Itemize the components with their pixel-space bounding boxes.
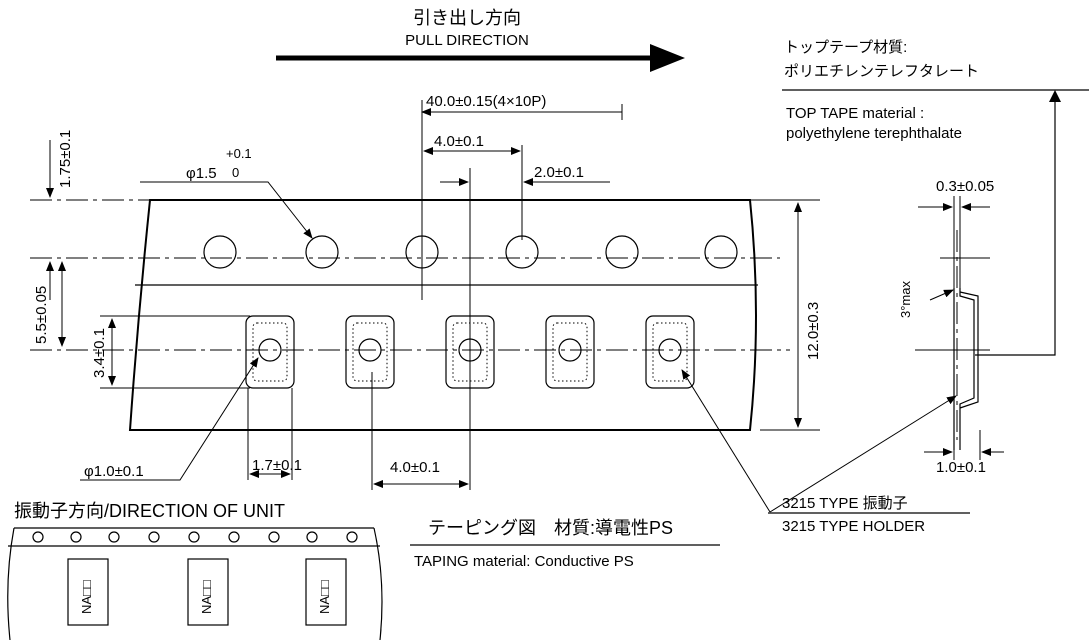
- unit-direction: 振動子方向/DIRECTION OF UNIT NA□□ NA□□ NA□□: [7, 501, 383, 641]
- dim-edge-to-hole: 1.75±0.1: [57, 130, 74, 188]
- dim-pocket-depth: 1.0±0.1: [936, 459, 986, 476]
- dim-hole-diameter: φ1.5: [186, 165, 217, 182]
- mini-unit: NA□□: [187, 558, 229, 626]
- bottom-dimensions: 1.7±0.1 4.0±0.1 φ1.0±0.1: [80, 357, 471, 490]
- dim-pocket-pitch: 4.0±0.1: [390, 459, 440, 476]
- pull-direction-jp: 引き出し方向: [413, 8, 521, 28]
- mini-unit: NA□□: [305, 558, 347, 626]
- top-tape-jp-1: トップテープ材質:: [784, 38, 907, 56]
- tape-outline: [128, 199, 757, 431]
- top-tape-leader: [975, 92, 1056, 356]
- mini-sprocket-holes: [32, 531, 358, 543]
- tape-body: [30, 199, 820, 431]
- dim-hole-tol-plus: +0.1: [226, 146, 252, 161]
- top-tape-en-1: TOP TAPE material :: [786, 105, 924, 122]
- unit-direction-label: 振動子方向/DIRECTION OF UNIT: [14, 501, 285, 521]
- taping-note: テーピング図 材質:導電性PS TAPING material: Conduct…: [410, 518, 720, 570]
- sprocket-hole: [605, 235, 639, 269]
- dim-wall-angle: 3°max: [898, 281, 913, 318]
- unit-marking: NA□□: [79, 580, 94, 614]
- pocket: [545, 315, 595, 389]
- dim-tape-thickness: 0.3±0.05: [936, 178, 994, 195]
- pocket-profile: [953, 288, 975, 450]
- tape-width-dim: 12.0±0.3: [794, 202, 822, 428]
- dim-pocket-width: 1.7±0.1: [252, 457, 302, 474]
- dim-sprocket-pitch: 4.0±0.1: [434, 133, 484, 150]
- dim-hole-to-pocket: 5.5±0.05: [33, 286, 50, 344]
- dim-pocket-length: 3.4±0.1: [91, 328, 108, 378]
- pull-direction: 引き出し方向 PULL DIRECTION: [276, 8, 685, 72]
- top-tape-note: トップテープ材質: ポリエチレンテレフタレート TOP TAPE materia…: [782, 38, 1089, 356]
- hole-diameter-label: +0.1 φ1.5 0: [140, 146, 313, 239]
- sprocket-hole: [203, 235, 237, 269]
- taping-jp: テーピング図 材質:導電性PS: [428, 518, 673, 538]
- taping-en: TAPING material: Conductive PS: [414, 553, 634, 570]
- dim-tape-width: 12.0±0.3: [805, 302, 822, 360]
- unit-marking: NA□□: [199, 580, 214, 614]
- pocket: [345, 315, 395, 389]
- dim-hole-tol-zero: 0: [232, 165, 239, 180]
- top-tape-en-2: polyethylene terephthalate: [786, 125, 962, 142]
- sprocket-hole: [305, 235, 339, 269]
- pull-direction-en: PULL DIRECTION: [405, 32, 529, 49]
- mini-unit: NA□□: [67, 558, 109, 626]
- unit-marking: NA□□: [317, 580, 332, 614]
- holder-en: 3215 TYPE HOLDER: [782, 518, 925, 535]
- dim-sprocket-pitch-total: 40.0±0.15(4×10P): [426, 93, 546, 110]
- pocket: [645, 315, 695, 389]
- top-tape-jp-2: ポリエチレンテレフタレート: [784, 63, 979, 80]
- left-dimensions: 1.75±0.1 5.5±0.05 3.4±0.1: [33, 130, 250, 389]
- sprocket-hole: [704, 235, 738, 269]
- dim-pocket-hole-diameter: φ1.0±0.1: [84, 463, 144, 480]
- dim-hole-offset: 2.0±0.1: [534, 164, 584, 181]
- top-dimensions: 40.0±0.15(4×10P) 4.0±0.1 2.0±0.1: [421, 93, 623, 420]
- holder-jp: 3215 TYPE 振動子: [782, 495, 908, 512]
- holder-label: 3215 TYPE 振動子 3215 TYPE HOLDER: [681, 369, 970, 535]
- sprocket-hole: [505, 235, 539, 269]
- pocket: [245, 315, 295, 389]
- pull-arrow-head: [650, 44, 685, 72]
- side-view: 0.3±0.05 3°max 1.0±0.1: [898, 178, 1004, 476]
